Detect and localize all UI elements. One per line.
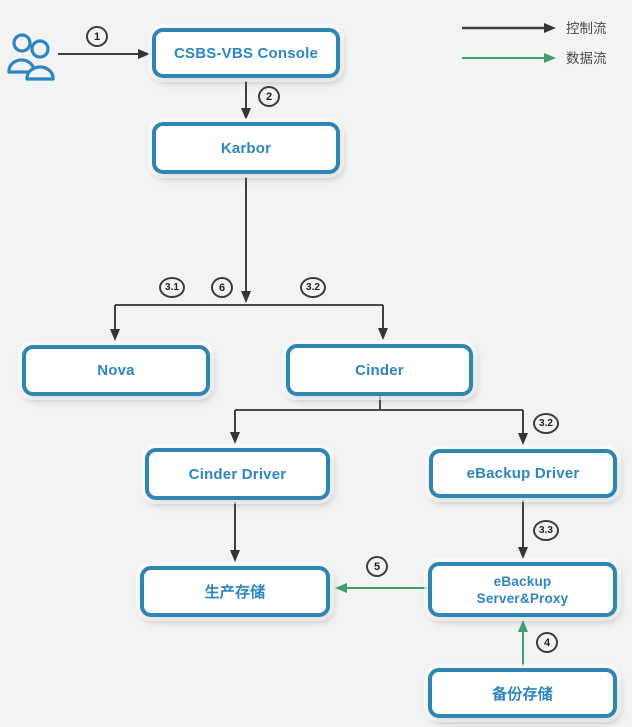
node-nova-label: Nova	[97, 362, 135, 379]
step-badge-3-2-top: 3.2	[300, 277, 326, 298]
step-badge-6: 6	[211, 277, 233, 298]
node-production-storage: 生产存储	[140, 566, 330, 617]
step-badge-5: 5	[366, 556, 388, 577]
node-cinder-label: Cinder	[355, 361, 404, 379]
step-badge-2: 2	[258, 86, 280, 107]
node-backup-storage-label: 备份存储	[492, 685, 553, 703]
users-icon	[7, 33, 55, 81]
node-cinder: Cinder	[286, 344, 473, 396]
node-ebackup-driver: eBackup Driver	[429, 449, 617, 498]
legend-data-flow-label: 数据流	[566, 51, 607, 66]
node-karbor-label: Karbor	[220, 139, 272, 157]
node-cinder-driver: Cinder Driver	[145, 448, 330, 500]
node-csbs-vbs-console-label: CSBS-VBS Console	[173, 44, 319, 62]
node-ebackup-server-proxy-label-line2: Server&Proxy	[476, 590, 569, 606]
node-production-storage-label: 生产存储	[204, 584, 266, 601]
node-ebackup-server-proxy: eBackup Server&Proxy	[428, 562, 617, 617]
node-nova: Nova	[22, 345, 210, 396]
node-cinder-driver-label: Cinder Driver	[188, 465, 287, 483]
step-badge-3-3: 3.3	[533, 520, 559, 541]
node-ebackup-driver-label: eBackup Driver	[466, 465, 580, 482]
step-badge-4: 4	[536, 632, 558, 653]
step-badge-3-1: 3.1	[159, 277, 185, 298]
node-karbor: Karbor	[152, 122, 340, 174]
node-csbs-vbs-console: CSBS-VBS Console	[152, 28, 340, 78]
node-backup-storage: 备份存储	[428, 668, 617, 718]
legend-control-flow-label: 控制流	[566, 21, 607, 36]
step-badge-3-2-right: 3.2	[533, 413, 559, 434]
node-ebackup-server-proxy-label-line1: eBackup	[493, 573, 552, 589]
step-badge-1: 1	[86, 26, 108, 47]
